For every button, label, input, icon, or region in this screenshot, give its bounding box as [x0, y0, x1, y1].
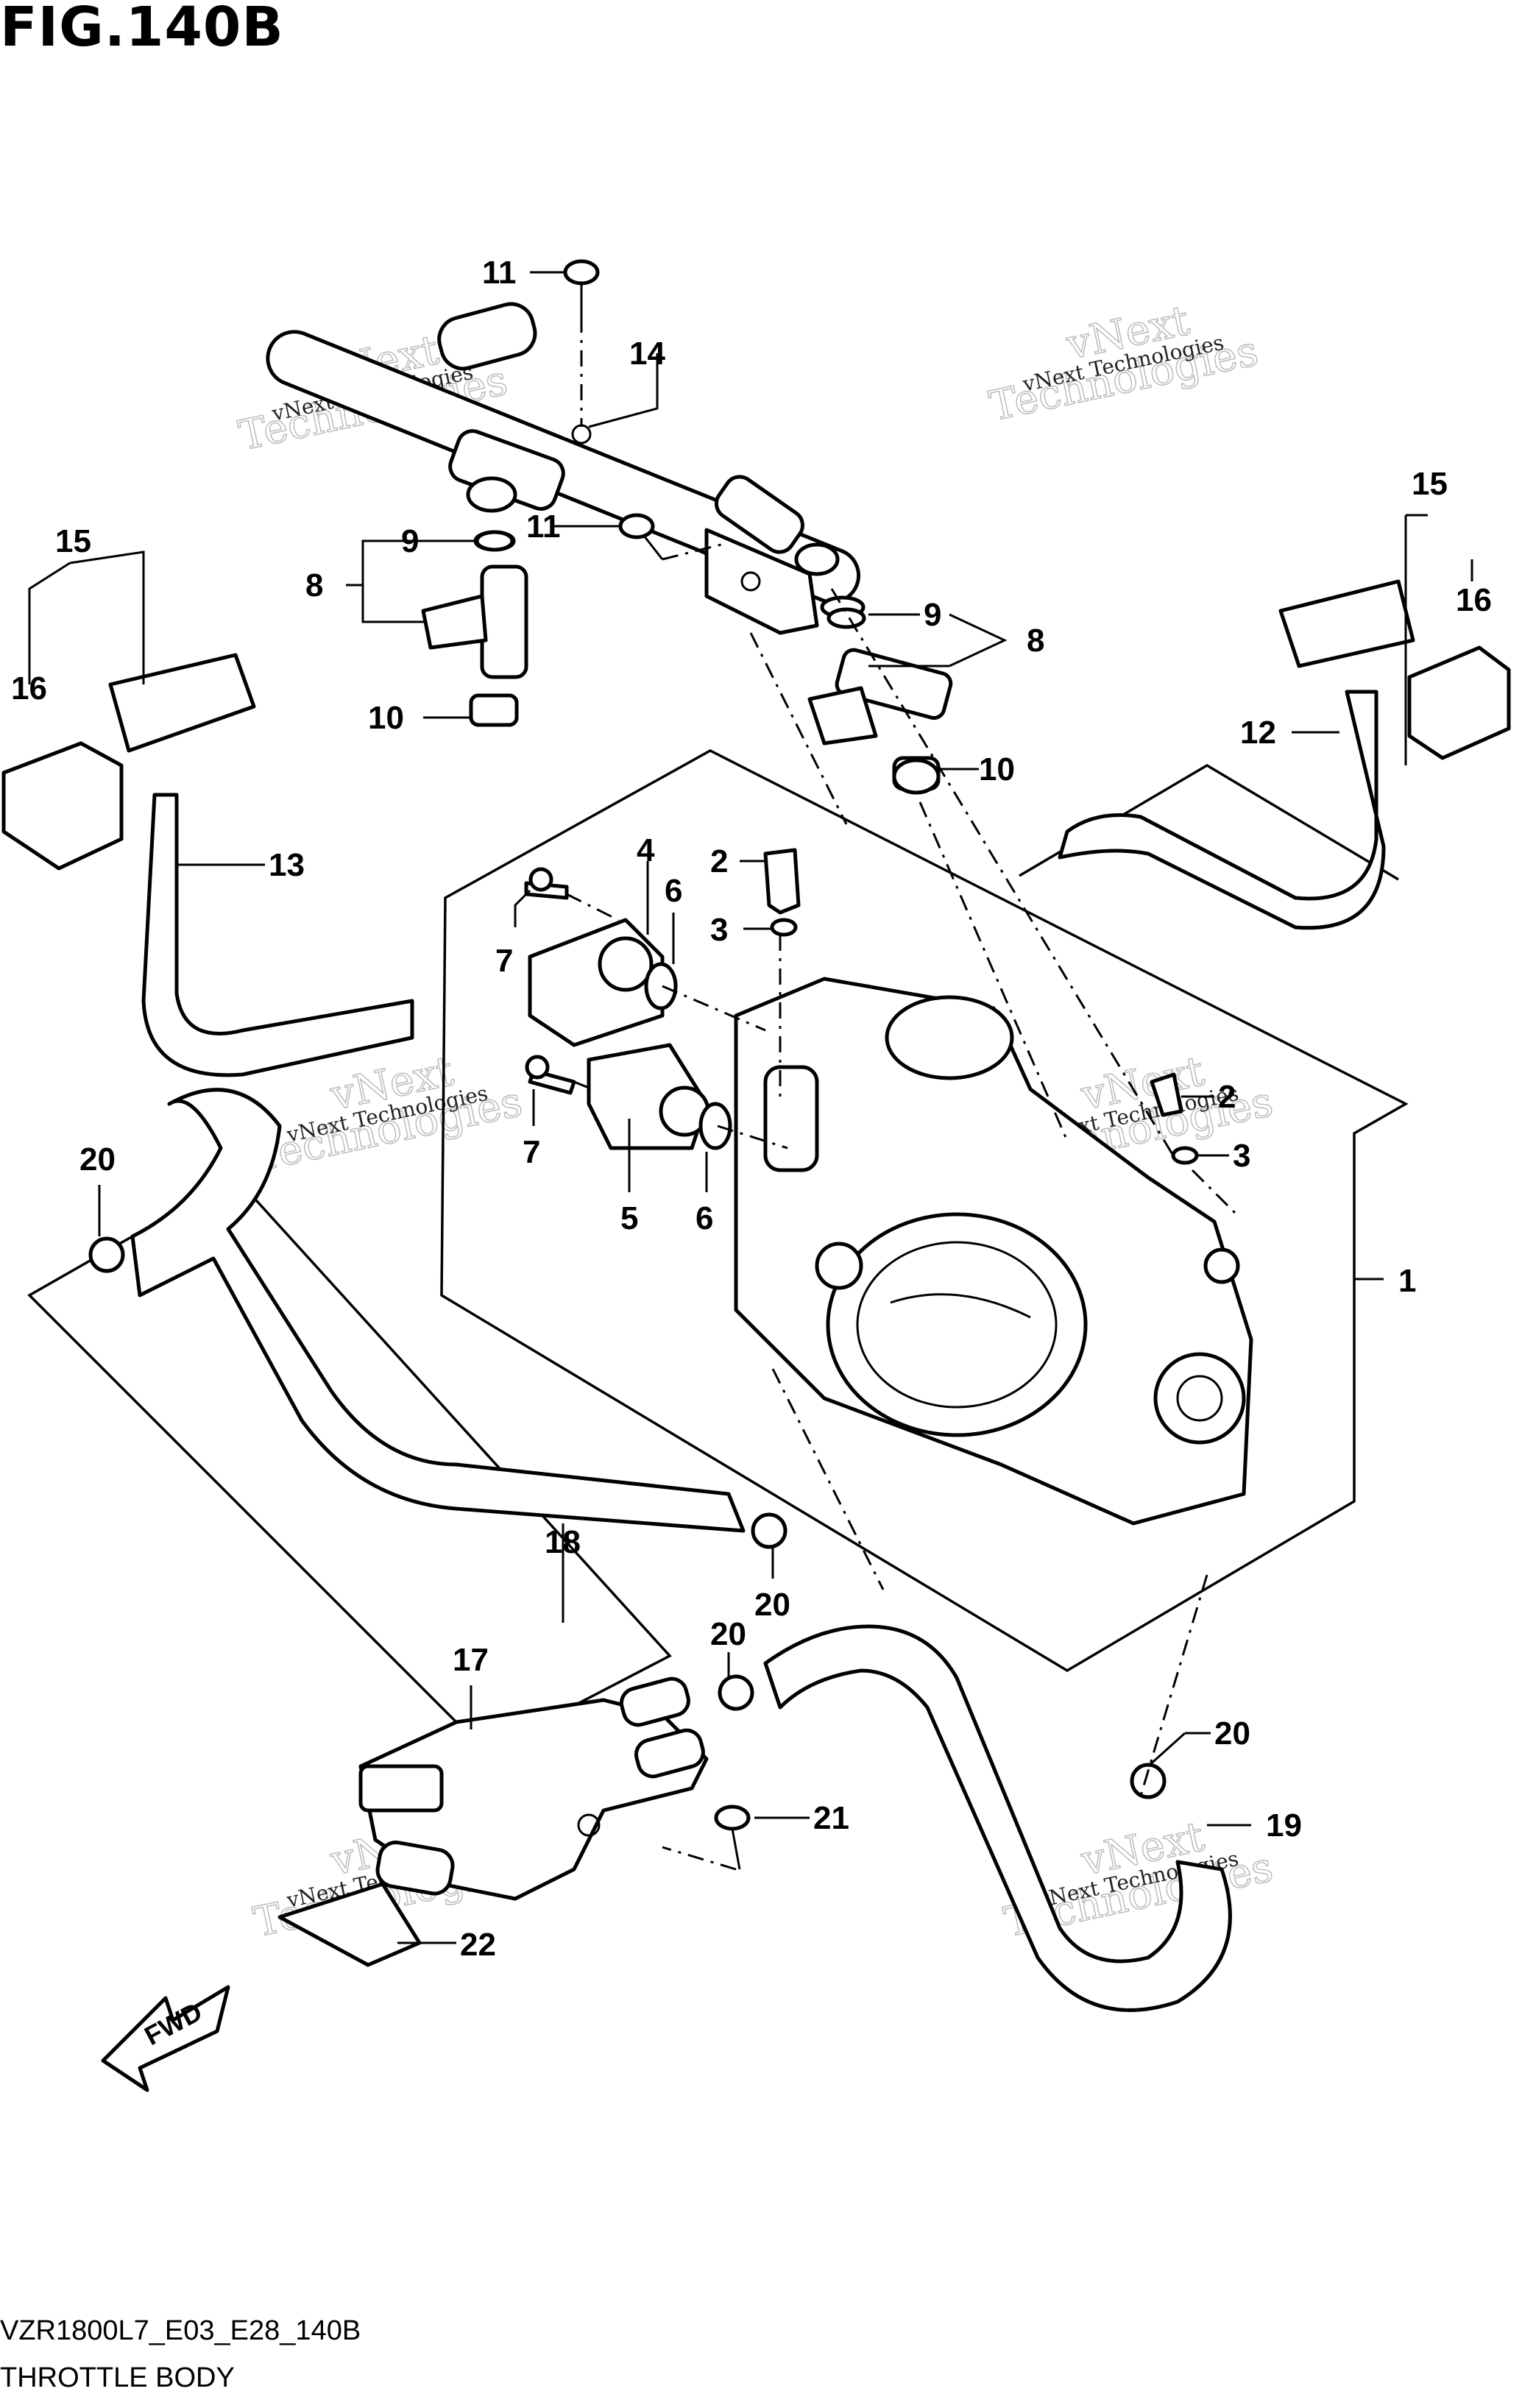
callout-20-b: 20	[754, 1587, 790, 1623]
callout-8-a: 8	[305, 567, 323, 603]
callout-labels: 1 2 2 3 3 4 5 6 6 7 7 8 8 9 9 10 10 11 1…	[11, 255, 1492, 1963]
callout-7-a: 7	[495, 943, 513, 979]
callout-4: 4	[637, 832, 655, 868]
fwd-arrow: FWD	[101, 1985, 230, 2092]
screw-2-a	[763, 848, 801, 915]
fuel-injector-right	[807, 595, 953, 791]
callout-2-b: 2	[1218, 1079, 1236, 1115]
callout-16-b: 16	[1456, 582, 1492, 618]
callout-18: 18	[545, 1524, 581, 1560]
callout-20-c: 20	[710, 1616, 746, 1652]
callout-9-b: 9	[924, 597, 941, 633]
callout-17: 17	[453, 1642, 489, 1678]
screw-11-a	[563, 259, 600, 316]
o-ring-6-a	[644, 962, 678, 1010]
sensor-5	[587, 1043, 710, 1150]
callout-15-a: 15	[55, 523, 91, 559]
assembly-lines	[566, 316, 1238, 1871]
hose-18	[130, 1088, 746, 1533]
screw-21	[714, 1805, 751, 1870]
valve-17	[358, 1676, 709, 1901]
callout-22: 22	[460, 1927, 496, 1963]
callout-13: 13	[269, 847, 305, 883]
fuel-delivery-pipe	[266, 302, 861, 635]
callout-8-b: 8	[1027, 623, 1044, 659]
o-ring-9-a	[475, 530, 514, 552]
callout-6-a: 6	[665, 873, 682, 909]
clamp-20-b	[751, 1512, 787, 1549]
clamp-20-c	[718, 1674, 754, 1711]
callout-6-b: 6	[695, 1200, 713, 1236]
o-ring-3-a	[770, 918, 798, 937]
callout-3-a: 3	[710, 912, 728, 948]
sensor-left	[1, 653, 256, 871]
clamp-20-a	[88, 1236, 125, 1273]
callout-16-a: 16	[11, 670, 47, 707]
callout-10-b: 10	[979, 751, 1015, 787]
callout-20-d: 20	[1214, 1715, 1250, 1752]
sensor-4	[528, 918, 665, 1047]
figure-title: FIG.140B	[0, 0, 284, 59]
callout-20-a: 20	[79, 1141, 116, 1178]
hose-13	[141, 793, 414, 1077]
leader-lines	[28, 271, 1473, 1944]
callout-7-b: 7	[523, 1134, 540, 1170]
callout-11-b: 11	[526, 509, 561, 545]
callout-2-a: 2	[710, 843, 728, 879]
cushion-10-a	[469, 693, 519, 727]
callout-11-a: 11	[482, 255, 517, 291]
throttle-body-assembly-frame	[440, 749, 1409, 1673]
throttle-body	[734, 977, 1253, 1526]
diagram-code: VZR1800L7_E03_E28_140B	[0, 2315, 361, 2346]
screw-2-b	[1150, 1072, 1183, 1117]
o-ring-9-b	[827, 607, 866, 629]
hose-12	[1058, 690, 1386, 930]
callout-21: 21	[813, 1800, 849, 1836]
callout-19: 19	[1266, 1807, 1302, 1844]
sensor-right	[1278, 579, 1511, 760]
callout-15-b: 15	[1412, 466, 1448, 502]
callout-14: 14	[629, 336, 665, 372]
callout-9-a: 9	[401, 523, 419, 559]
hose-19	[763, 1624, 1232, 2012]
diagram-name: THROTTLE BODY	[0, 2362, 235, 2393]
callout-1: 1	[1398, 1263, 1416, 1299]
callout-10-a: 10	[368, 700, 404, 736]
o-ring-6-b	[698, 1102, 732, 1150]
cushion-10-b	[892, 758, 941, 795]
callout-5: 5	[620, 1200, 638, 1236]
callout-12: 12	[1240, 715, 1276, 751]
callout-3-b: 3	[1233, 1138, 1250, 1174]
